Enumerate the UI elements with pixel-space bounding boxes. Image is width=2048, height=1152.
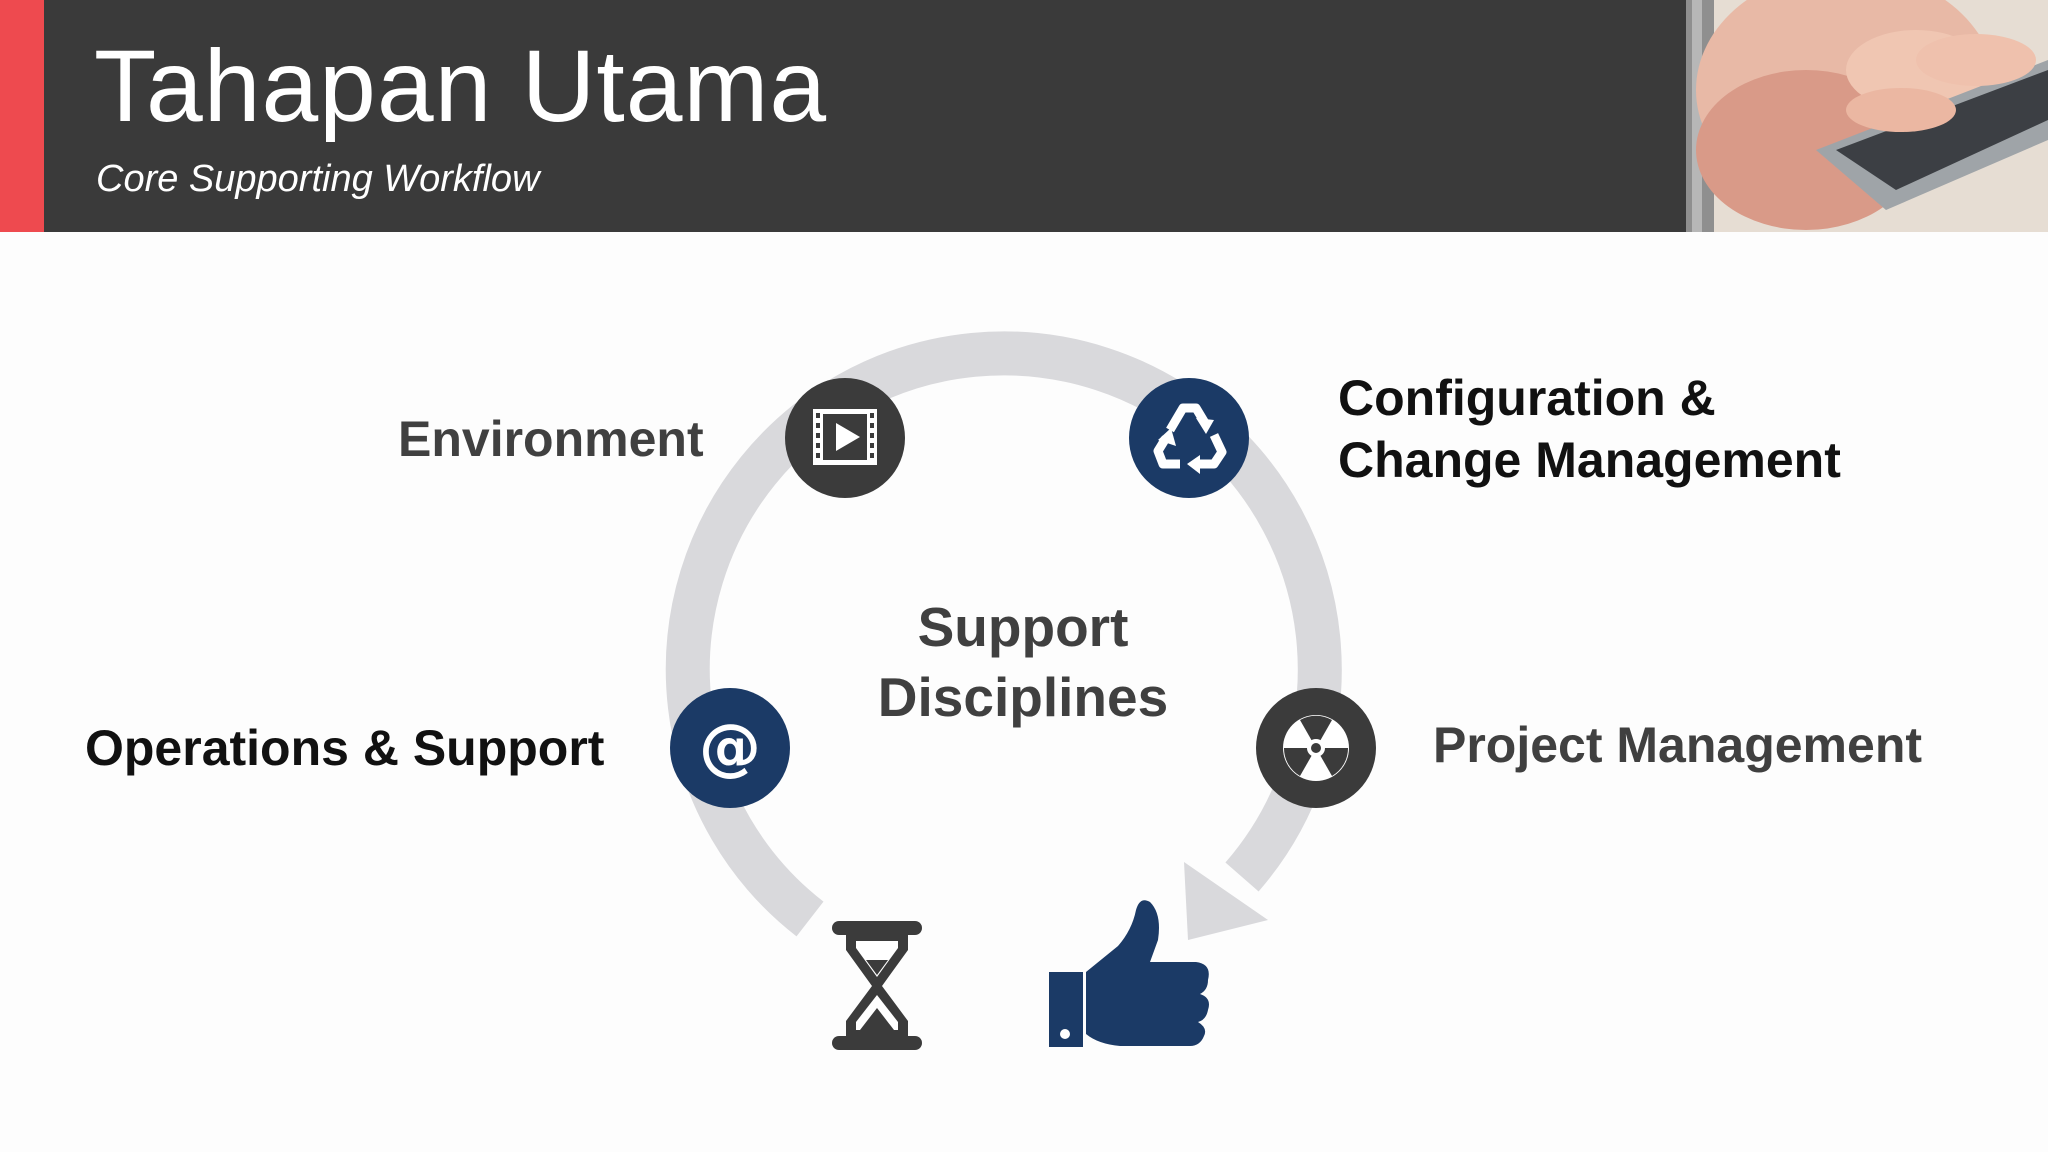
label-project-management: Project Management xyxy=(1433,717,1923,773)
workflow-diagram: @ xyxy=(665,331,1376,1050)
label-configuration: Configuration & Change Management xyxy=(1338,367,1841,491)
radiation-icon xyxy=(1283,715,1349,781)
operations-node: @ xyxy=(670,688,790,808)
page-title: Tahapan Utama xyxy=(94,29,828,143)
recycle-icon xyxy=(1153,403,1227,469)
hourglass-icon xyxy=(832,921,922,1050)
header-banner: Tahapan Utama Core Supporting Workflow xyxy=(0,0,2048,232)
project-management-node xyxy=(1256,688,1376,808)
header-photo xyxy=(1686,0,2048,232)
accent-bar xyxy=(0,0,44,232)
center-label: Support Disciplines xyxy=(823,592,1223,732)
cycle-arrowhead xyxy=(1184,862,1268,940)
environment-node xyxy=(785,378,905,498)
center-label-line2: Disciplines xyxy=(877,666,1169,728)
label-configuration-line1: Configuration & xyxy=(1338,370,1716,426)
at-sign-icon: @ xyxy=(699,710,761,783)
page-subtitle: Core Supporting Workflow xyxy=(96,158,540,200)
thumbs-up-icon xyxy=(1049,900,1209,1047)
label-operations-support: Operations & Support xyxy=(85,720,605,776)
label-environment: Environment xyxy=(398,411,704,467)
film-play-icon xyxy=(813,409,877,465)
center-label-line1: Support xyxy=(917,596,1129,658)
label-configuration-line2: Change Management xyxy=(1338,432,1841,488)
configuration-node xyxy=(1129,378,1249,498)
